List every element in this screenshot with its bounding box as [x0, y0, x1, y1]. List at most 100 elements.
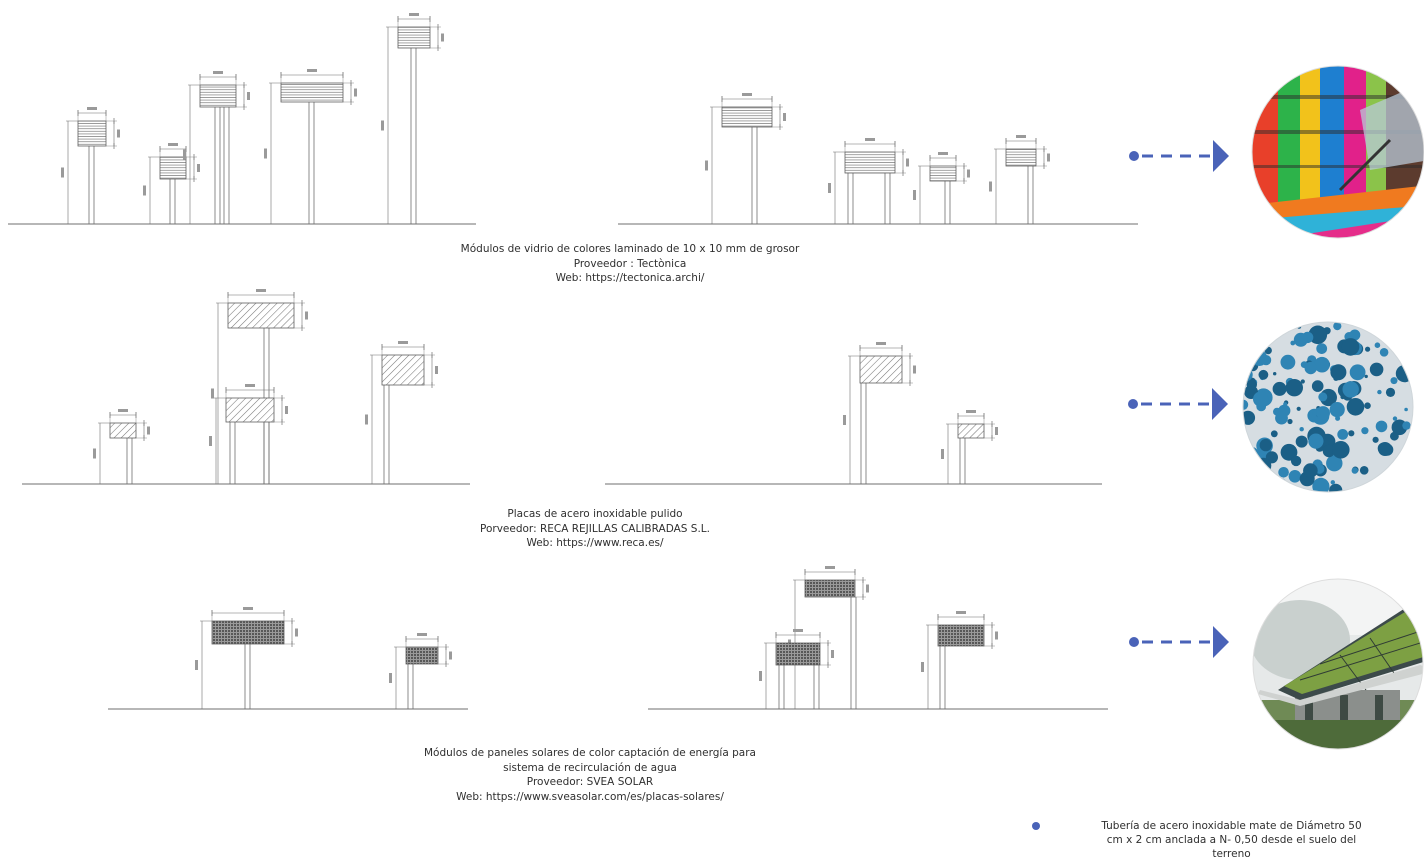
arrow-steel	[1128, 388, 1228, 420]
perforation-hole	[1286, 483, 1290, 487]
panel-post-unit	[989, 135, 1050, 224]
panel-post-unit	[788, 566, 869, 709]
perforation-hole	[1304, 361, 1317, 375]
perforation-hole	[1361, 427, 1369, 435]
panel-post-unit	[61, 107, 120, 224]
perforation-hole	[1342, 381, 1359, 398]
perforation-hole	[1318, 392, 1328, 402]
perforation-hole	[1243, 361, 1248, 367]
perforation-hole	[1341, 338, 1360, 356]
caption-solar-line-4: Web: https://www.sveasolar.com/es/placas…	[456, 790, 724, 803]
perforation-hole	[1243, 446, 1260, 466]
perforation-hole	[1287, 418, 1293, 425]
perforation-hole	[1300, 379, 1305, 384]
perforation-hole	[1337, 429, 1349, 440]
bullet-icon	[1032, 822, 1040, 830]
perforation-hole	[1303, 463, 1318, 478]
perforation-hole	[1352, 322, 1356, 325]
perforation-hole	[1392, 416, 1398, 421]
perforation-hole	[1272, 381, 1287, 396]
perforation-hole	[1390, 377, 1398, 385]
solar-roof-photo	[1253, 579, 1423, 749]
perforation-hole	[1263, 322, 1280, 331]
perforation-hole	[1291, 490, 1295, 492]
caption-glass: Módulos de vidrio de colores laminado de…	[330, 242, 930, 286]
perforation-hole	[1266, 484, 1278, 492]
perforation-hole	[1258, 322, 1274, 332]
perforation-hole	[1372, 436, 1379, 443]
caption-solar-line-1: Módulos de paneles solares de color capt…	[424, 747, 756, 759]
perforation-hole	[1243, 481, 1251, 492]
perforation-hole	[1360, 322, 1366, 327]
perforation-hole	[1333, 322, 1342, 331]
caption-glass-line-3: Web: https://tectonica.archi/	[555, 272, 705, 284]
perforation-hole	[1402, 421, 1411, 430]
perforation-hole	[1252, 347, 1258, 352]
perforation-hole	[1322, 444, 1336, 458]
perforation-hole	[1376, 481, 1392, 492]
perforation-hole	[1296, 406, 1301, 411]
solar-panels-elevations	[108, 566, 1108, 710]
perforation-hole	[1405, 485, 1413, 492]
caption-steel-line-3: Web: https://www.reca.es/	[526, 537, 664, 549]
perforation-hole	[1314, 356, 1330, 373]
caption-steel: Placas de acero inoxidable pulido Porvee…	[295, 507, 895, 551]
panel-post-unit	[843, 342, 916, 484]
panel-post-unit	[759, 629, 834, 709]
perforation-hole	[1308, 433, 1324, 449]
perforation-hole	[1288, 470, 1302, 483]
perforation-hole	[1258, 369, 1269, 380]
perforation-hole	[1295, 435, 1308, 448]
perforation-hole	[1395, 365, 1413, 383]
perforation-hole	[1348, 430, 1355, 437]
panel-post-unit	[211, 289, 308, 484]
perforation-hole	[1311, 380, 1324, 392]
perforation-hole	[1398, 448, 1413, 467]
perforation-hole	[1308, 325, 1328, 345]
perforation-hole	[1393, 460, 1409, 476]
perforation-hole	[1290, 455, 1302, 467]
perforation-hole	[1364, 402, 1371, 410]
perforation-hole	[1400, 322, 1409, 327]
perforation-hole	[1377, 389, 1382, 395]
perforation-hole	[1280, 443, 1298, 461]
panel-post-unit	[209, 384, 288, 484]
perforation-hole	[1326, 455, 1343, 472]
perforation-hole	[1255, 457, 1272, 474]
perforation-hole	[1385, 387, 1396, 397]
pipe-note-line-3: terreno	[1212, 848, 1251, 860]
caption-glass-line-2: Proveedor : Tectònica	[573, 257, 687, 270]
perforation-hole	[1330, 364, 1347, 381]
perforation-hole	[1381, 479, 1391, 489]
perforation-hole	[1275, 411, 1288, 425]
perforation-hole	[1264, 346, 1272, 355]
perforation-hole	[1407, 322, 1412, 326]
panel-post-unit	[828, 138, 909, 224]
perforation-hole	[1269, 326, 1274, 331]
arrow-solar	[1129, 626, 1229, 658]
perforation-hole	[1278, 467, 1289, 478]
caption-solar-line-3: Proveedor: SVEA SOLAR	[526, 776, 654, 788]
panel-post-unit	[381, 13, 444, 224]
perforation-hole	[1280, 354, 1296, 370]
perforation-hole	[1389, 478, 1399, 488]
perforation-hole	[1400, 328, 1413, 345]
perforation-hole	[1404, 407, 1408, 412]
perforation-hole	[1293, 332, 1308, 347]
perforation-hole	[1270, 430, 1278, 438]
perforation-hole	[1251, 350, 1268, 366]
steel-plates-elevations	[22, 289, 1102, 485]
perforation-hole	[1329, 483, 1343, 492]
arrow-glass	[1129, 140, 1229, 172]
perforation-hole	[1374, 342, 1381, 349]
panel-post-unit	[941, 410, 998, 484]
pipe-note-line-1: Tubería de acero inoxidable mate de Diám…	[1101, 820, 1362, 832]
perforation-hole	[1379, 348, 1389, 357]
perforation-hole	[1359, 466, 1369, 475]
perforation-hole	[1243, 368, 1253, 382]
perforation-hole	[1369, 362, 1384, 377]
perforation-hole	[1312, 477, 1330, 492]
panel-post-unit	[365, 341, 438, 484]
perforation-hole	[1404, 470, 1411, 478]
